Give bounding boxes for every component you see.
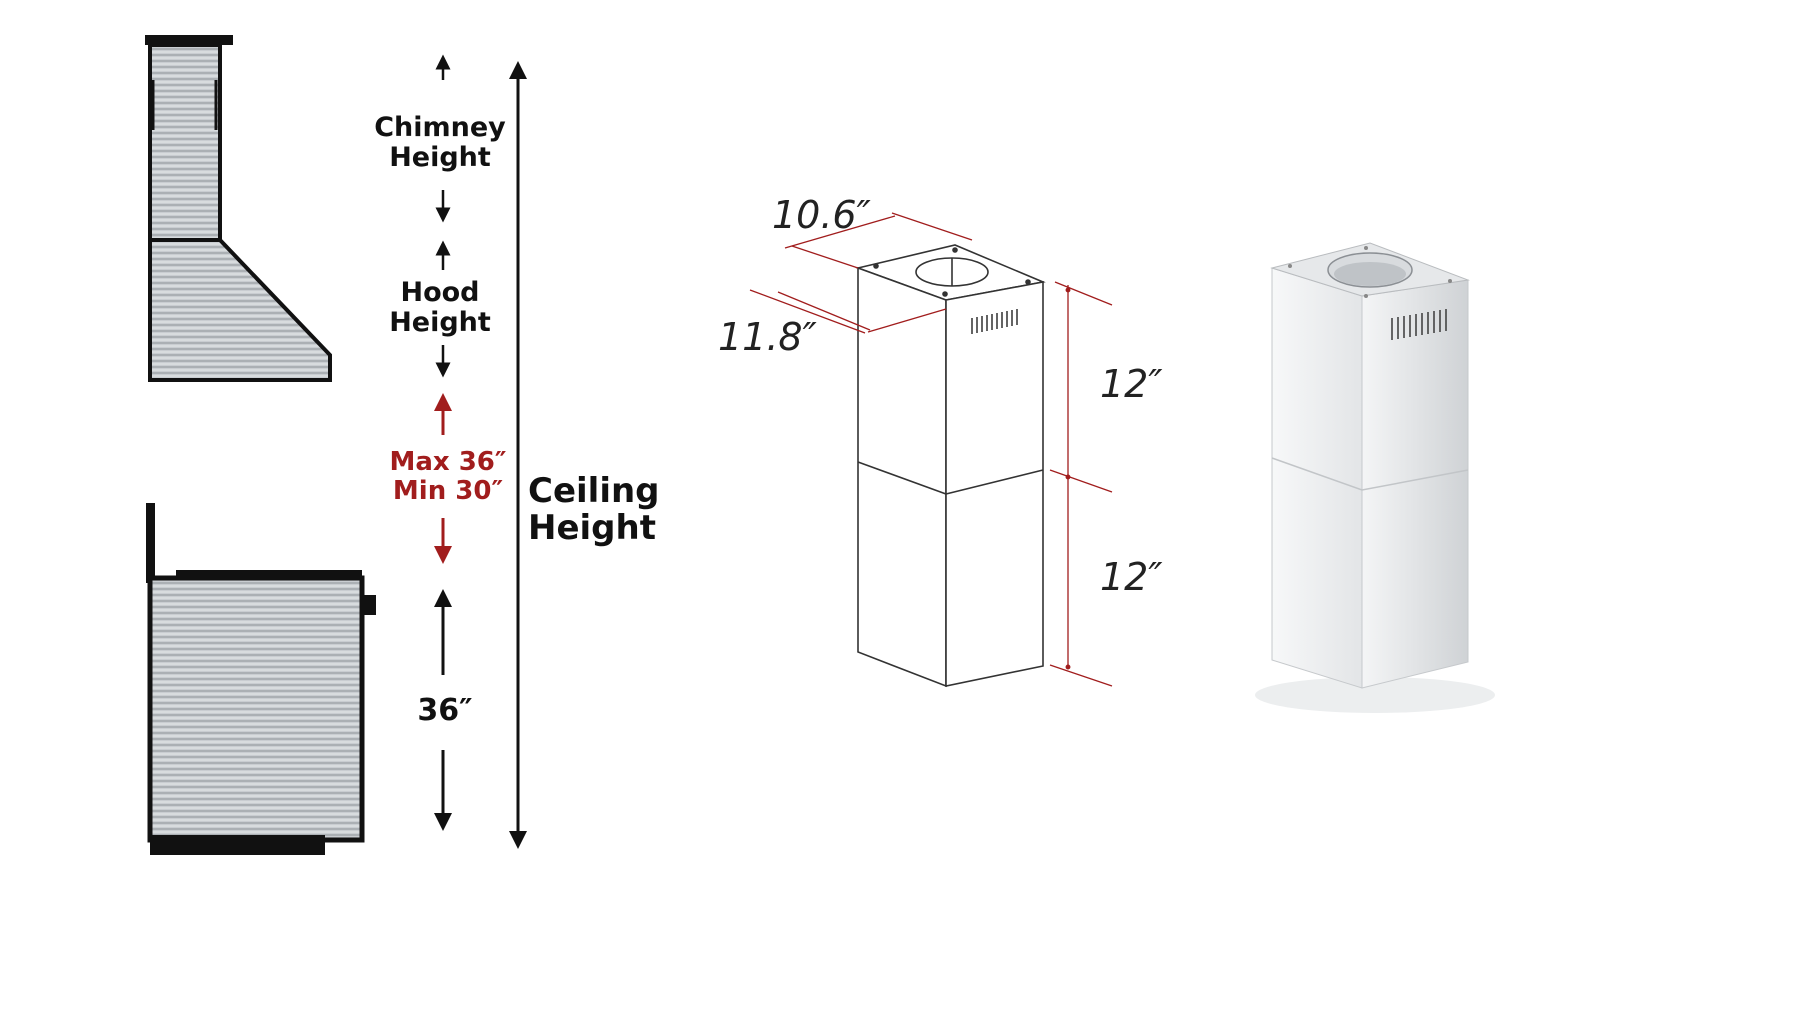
ceiling-label-line2: Height [528,508,656,549]
counter-height-label: 36″ [417,693,473,728]
hood-illustration [145,35,332,382]
hood-height-label: Hood Height [370,278,510,337]
chimney-line-drawing [855,244,1046,688]
max-clearance: Max 36″ [389,447,507,477]
chimney-label-line2: Height [389,141,491,173]
chimney-height-label: Chimney Height [370,113,510,172]
chimney-render [1255,242,1495,713]
min-clearance: Min 30″ [392,475,504,506]
chimney-label-line1: Chimney [374,112,506,143]
width-dimension: 10.6″ [772,193,871,237]
hood-label-line1: Hood [400,277,480,308]
upper-section-dimension: 12″ [1100,362,1163,406]
lower-section-dimension: 12″ [1100,555,1163,599]
dimension-lines [749,212,1113,687]
clearance-label: Max 36″ Min 30″ [378,448,518,505]
ceiling-height-label: Ceiling Height [528,471,660,549]
range-illustration [146,503,376,855]
hood-label-line2: Height [389,306,491,338]
ceiling-label-line1: Ceiling [528,471,660,511]
depth-dimension: 11.8″ [718,315,817,359]
